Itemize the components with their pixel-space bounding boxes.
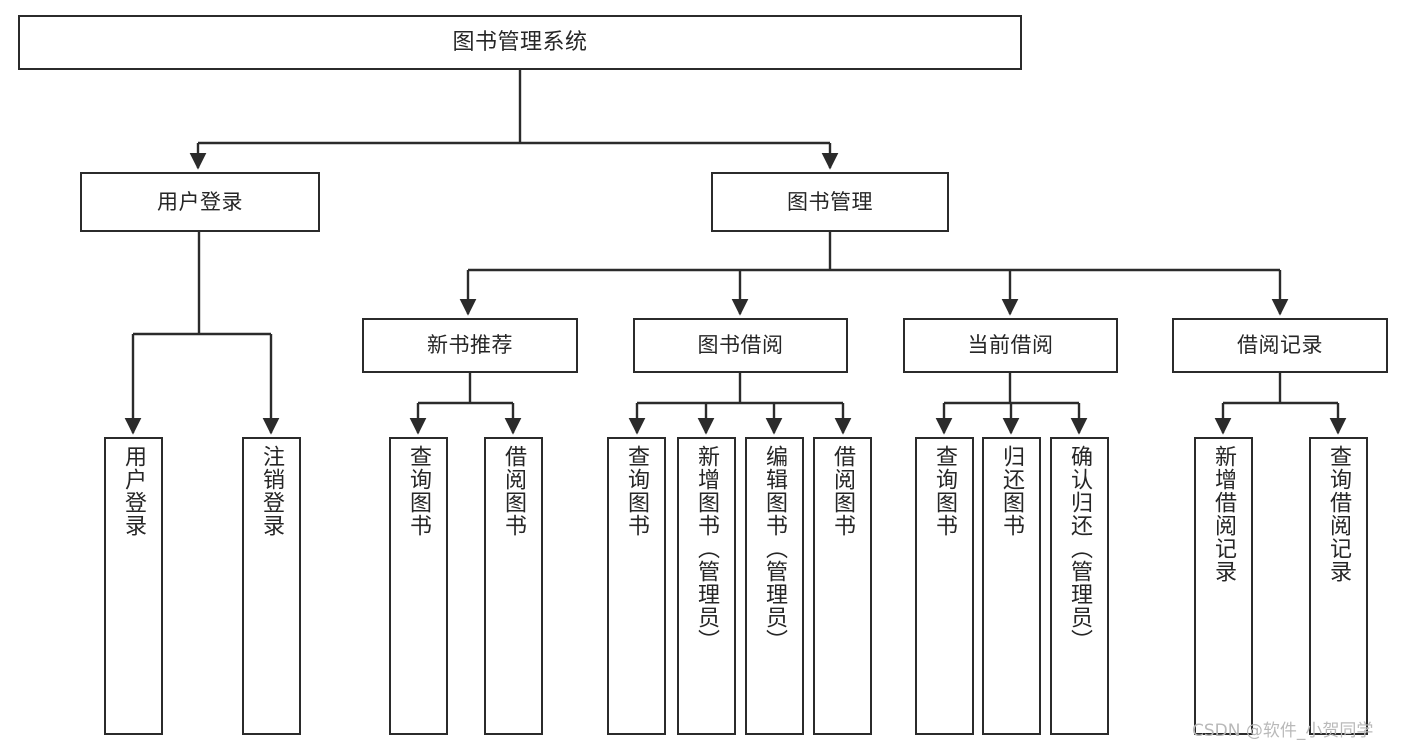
leaf-current-return-book[interactable]: 归还图书: [982, 437, 1041, 735]
node-new-book-recommend-label: 新书推荐: [427, 333, 513, 358]
leaf-new-book-query-label: 查询图书: [406, 445, 432, 537]
leaf-new-book-query[interactable]: 查询图书: [389, 437, 448, 735]
node-root[interactable]: 图书管理系统: [18, 15, 1022, 70]
leaf-current-query-book[interactable]: 查询图书: [915, 437, 974, 735]
leaf-borrow-edit-book[interactable]: 编辑图书（管理员）: [745, 437, 804, 735]
csdn-watermark: CSDN @软件_小贺同学: [1192, 721, 1374, 741]
leaf-record-add[interactable]: 新增借阅记录: [1194, 437, 1253, 735]
node-user-login-label: 用户登录: [157, 189, 243, 214]
leaf-user-login-login[interactable]: 用户登录: [104, 437, 163, 735]
node-book-manage[interactable]: 图书管理: [711, 172, 949, 232]
leaf-borrow-query-book-label: 查询图书: [624, 445, 650, 537]
node-current-borrow-label: 当前借阅: [967, 333, 1054, 358]
node-borrow-record-label: 借阅记录: [1237, 333, 1323, 358]
leaf-current-confirm-return-label: 确认归还（管理员）: [1067, 445, 1093, 652]
leaf-record-add-label: 新增借阅记录: [1211, 445, 1237, 583]
node-current-borrow[interactable]: 当前借阅: [903, 318, 1118, 373]
leaf-user-login-logout[interactable]: 注销登录: [242, 437, 301, 735]
node-new-book-recommend[interactable]: 新书推荐: [362, 318, 578, 373]
node-book-borrow[interactable]: 图书借阅: [633, 318, 848, 373]
leaf-new-book-borrow[interactable]: 借阅图书: [484, 437, 543, 735]
leaf-current-return-book-label: 归还图书: [999, 445, 1025, 537]
leaf-borrow-borrow-book[interactable]: 借阅图书: [813, 437, 872, 735]
node-book-borrow-label: 图书借阅: [697, 333, 784, 358]
node-book-manage-label: 图书管理: [787, 189, 873, 214]
node-user-login[interactable]: 用户登录: [80, 172, 320, 232]
leaf-borrow-add-book[interactable]: 新增图书（管理员）: [677, 437, 736, 735]
node-root-label: 图书管理系统: [452, 29, 588, 55]
leaf-user-login-login-label: 用户登录: [121, 445, 147, 537]
leaf-borrow-query-book[interactable]: 查询图书: [607, 437, 666, 735]
leaf-current-confirm-return[interactable]: 确认归还（管理员）: [1050, 437, 1109, 735]
leaf-borrow-borrow-book-label: 借阅图书: [830, 445, 856, 537]
leaf-current-query-book-label: 查询图书: [932, 445, 958, 537]
node-borrow-record[interactable]: 借阅记录: [1172, 318, 1388, 373]
leaf-borrow-edit-book-label: 编辑图书（管理员）: [762, 445, 788, 652]
leaf-borrow-add-book-label: 新增图书（管理员）: [694, 445, 720, 652]
leaf-record-query-label: 查询借阅记录: [1326, 445, 1352, 583]
leaf-record-query[interactable]: 查询借阅记录: [1309, 437, 1368, 735]
leaf-user-login-logout-label: 注销登录: [259, 445, 285, 537]
leaf-new-book-borrow-label: 借阅图书: [501, 445, 527, 537]
